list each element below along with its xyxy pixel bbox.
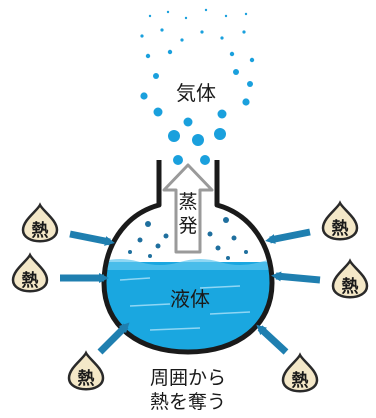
evaporation-label-top: 蒸 — [178, 191, 197, 213]
gas-particle — [145, 53, 151, 59]
flask-outline — [101, 160, 275, 355]
vapor-particles — [128, 217, 248, 260]
gas-particle — [249, 57, 255, 63]
gas-particle — [160, 28, 164, 32]
vapor-particle — [226, 256, 230, 260]
gas-particle — [214, 128, 226, 140]
heat-label: 熱 — [32, 220, 49, 241]
heat-droplet-icon: 熱 — [67, 350, 105, 391]
gas-particle — [183, 117, 193, 127]
vapor-particle — [215, 245, 221, 251]
heat-arrow — [69, 230, 115, 246]
gas-particle — [167, 49, 173, 55]
heat-droplet-icon: 熱 — [281, 352, 319, 393]
gas-label: 気体 — [176, 81, 216, 105]
heat-arrow — [97, 322, 130, 355]
gas-particle — [140, 34, 144, 38]
gas-particle — [180, 38, 184, 42]
gas-particle — [184, 16, 188, 20]
heat-arrow — [265, 228, 311, 244]
vapor-particle — [145, 221, 151, 227]
gas-particle — [148, 14, 152, 18]
heat-label: 熱 — [78, 368, 95, 389]
heat-droplet-icon: 熱 — [21, 202, 59, 243]
heat-label: 熱 — [22, 270, 39, 291]
evaporation-label-bottom: 発 — [178, 215, 197, 237]
gas-particle — [173, 155, 183, 165]
heat-arrow — [271, 271, 321, 284]
gas-particle — [192, 134, 204, 146]
gas-particle — [244, 12, 248, 16]
gas-particle — [204, 8, 208, 12]
evaporation-arrow: 蒸 発 — [162, 163, 214, 254]
gas-particle — [217, 109, 227, 119]
gas-particles — [140, 8, 255, 165]
gas-particle — [242, 30, 246, 34]
heat-label: 熱 — [342, 276, 359, 297]
gas-particle — [229, 51, 235, 57]
caption-line-1: 周囲から — [150, 367, 226, 389]
vapor-particle — [155, 243, 161, 249]
vapor-particle — [207, 231, 213, 237]
gas-particle — [247, 81, 253, 87]
heat-label: 熱 — [292, 370, 309, 391]
vapor-particle — [137, 237, 143, 243]
gas-particle — [153, 73, 159, 79]
gas-particle — [153, 107, 163, 117]
gas-particle — [224, 14, 228, 18]
heat-droplet-icon: 熱 — [321, 200, 359, 241]
heat-label: 熱 — [332, 218, 349, 239]
gas-particle — [233, 69, 239, 75]
gas-particle — [168, 130, 180, 142]
gas-particle — [200, 155, 210, 165]
vapor-particle — [231, 235, 237, 241]
liquid-label: 液体 — [170, 287, 210, 311]
arrow-icon — [162, 163, 214, 254]
heat-droplet-icon: 熱 — [11, 252, 49, 293]
vapor-particle — [128, 250, 132, 254]
vapor-particle — [223, 217, 229, 223]
vapor-particle — [148, 254, 152, 258]
gas-particle — [242, 98, 250, 106]
heat-droplet-icon: 熱 — [331, 258, 369, 299]
gas-particle — [220, 36, 224, 40]
gas-particle — [140, 92, 148, 100]
caption-line-2: 熱を奪う — [150, 391, 226, 413]
gas-particle — [166, 10, 170, 14]
vapor-particle — [244, 250, 248, 254]
gas-particle — [200, 30, 204, 34]
vapor-particle — [163, 233, 169, 239]
heat-arrow — [256, 324, 289, 355]
